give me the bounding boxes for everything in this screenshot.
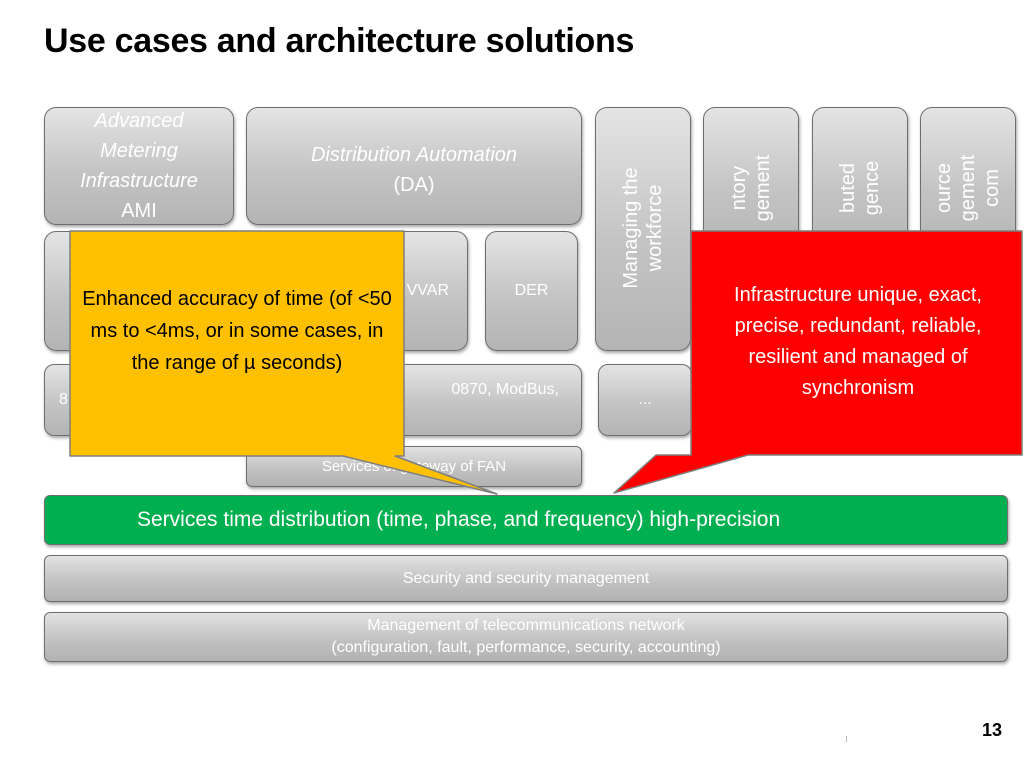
workforce-label: Managing the workforce <box>619 167 667 288</box>
distributed-label: buted gence <box>836 161 884 216</box>
gateway-label: Services of gateway of FAN <box>321 457 507 475</box>
management-line-1: Management of telecommunications network <box>367 617 685 634</box>
inventory-box: ntory gement <box>703 107 799 257</box>
red-callout: Infrastructure unique, exact, precise, r… <box>700 250 1016 440</box>
management-line-2: (configuration, fault, performance, secu… <box>331 639 721 656</box>
protocols-label: 0870, ModBus, <box>451 381 559 398</box>
ellipsis-label: ... <box>638 391 652 408</box>
da-line: Distribution Automation <box>310 144 518 166</box>
security-bar: Security and security management <box>44 555 1008 602</box>
footer-tick <box>846 736 847 742</box>
time-distribution-label: Services time distribution (time, phase,… <box>137 508 781 531</box>
security-label: Security and security management <box>402 569 650 587</box>
ami-line-3: Infrastructure <box>80 170 198 192</box>
resource-line-2: gement <box>957 154 979 222</box>
ami-line-1: Advanced <box>94 110 184 132</box>
page-number: 13 <box>981 720 1002 740</box>
page-title: Use cases and architecture solutions <box>44 22 635 60</box>
ellipsis-box: ... <box>598 364 692 436</box>
workforce-line-2: workforce <box>644 184 666 272</box>
voltvar-label: VVAR <box>406 282 449 299</box>
workforce-box: Managing the workforce <box>595 107 691 351</box>
distributed-line-1: buted <box>837 162 859 214</box>
inventory-label: ntory gement <box>727 155 775 222</box>
workforce-line-1: Managing the <box>620 167 642 289</box>
ami-box: Advanced Metering Infrastructure AMI <box>44 107 234 225</box>
distributed-box: buted gence <box>812 107 908 257</box>
resource-line-3: com <box>981 169 1003 207</box>
resource-line-1: ource <box>933 162 955 214</box>
resource-label: ource gement com <box>932 155 1004 222</box>
der-box: DER <box>485 231 578 351</box>
inventory-line-1: ntory <box>728 165 750 211</box>
gateway-bar: Services of gateway of FAN <box>246 446 582 487</box>
resource-box: ource gement com <box>920 107 1016 257</box>
management-bar: Management of telecommunications network… <box>44 612 1008 662</box>
da-box: Distribution Automation (DA) <box>246 107 582 225</box>
ami-short: AMI <box>121 200 157 222</box>
red-callout-text: Infrastructure unique, exact, precise, r… <box>734 284 982 399</box>
ami-line-2: Metering <box>100 140 178 162</box>
der-label: DER <box>514 282 549 299</box>
time-distribution-bar: Services time distribution (time, phase,… <box>44 495 1008 545</box>
inventory-line-2: gement <box>752 154 774 222</box>
da-short: (DA) <box>393 174 435 196</box>
yellow-callout: Enhanced accuracy of time (of <50 ms to … <box>76 236 398 426</box>
row3-left-fragment: 8 <box>59 391 68 408</box>
yellow-callout-text: Enhanced accuracy of time (of <50 ms to … <box>82 288 392 374</box>
distributed-line-2: gence <box>861 160 883 216</box>
